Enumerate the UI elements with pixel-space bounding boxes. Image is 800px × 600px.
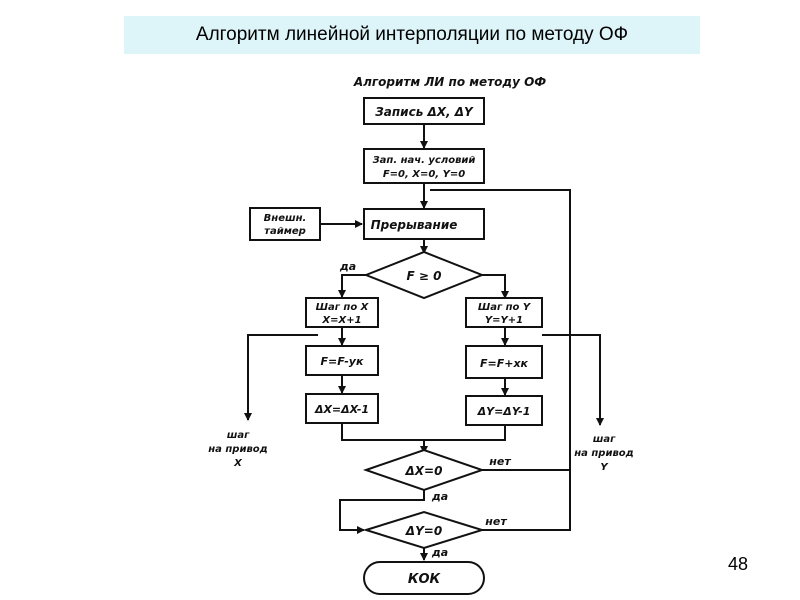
page-number: 48 (728, 554, 749, 574)
end-terminator (363, 561, 485, 595)
out-x-text-3: X (233, 458, 243, 469)
decision-dy (362, 510, 486, 550)
out-y-text-1: шаг (593, 434, 616, 445)
init-conditions-box (363, 148, 485, 184)
slide-title: Алгоритм линейной интерполяции по методу… (124, 16, 700, 54)
step-x-box (305, 297, 379, 328)
step-x-text-2: X=X+1 (321, 315, 361, 326)
dx-decrement-text: ΔX=ΔX-1 (314, 403, 369, 416)
label-yes-dy: да (431, 546, 448, 559)
decision-dy-text: ΔY=0 (405, 524, 442, 538)
timer-text-1: Внешн. (264, 213, 307, 224)
interrupt-box (363, 208, 485, 240)
label-no-dy: нет (485, 515, 507, 528)
decision-f-text: F ≥ 0 (407, 269, 442, 283)
connectors (244, 124, 604, 561)
interrupt-text: Прерывание (371, 218, 458, 232)
step-y-text-1: Шаг по Y (478, 302, 532, 313)
record-box (363, 97, 485, 125)
f-minus-text: F=F-yк (321, 355, 364, 368)
timer-text-2: таймер (264, 226, 306, 237)
decision-dx (362, 448, 486, 492)
f-plus-text: F=F+xк (480, 357, 529, 370)
init-text-1: Зап. нач. условий (373, 155, 476, 166)
label-no-dx: нет (489, 455, 511, 468)
out-y-text-3: Y (600, 462, 609, 473)
label-yes-f: да (339, 260, 356, 273)
f-plus-box (465, 345, 543, 379)
label-yes-dx: да (431, 490, 448, 503)
dy-decrement-box (465, 395, 543, 426)
decision-f (363, 250, 485, 300)
out-x-text-1: шаг (227, 430, 250, 441)
step-y-box (465, 297, 543, 328)
decision-dx-text: ΔX=0 (405, 464, 443, 478)
out-y-text-2: на привод (574, 448, 634, 459)
timer-box (249, 207, 321, 241)
figure-caption: Алгоритм ЛИ по методу ОФ (353, 75, 546, 89)
step-y-text-2: Y=Y+1 (485, 315, 523, 326)
record-text: Запись ΔX, ΔY (375, 105, 474, 119)
init-text-2: F=0, X=0, Y=0 (383, 169, 465, 180)
dy-decrement-text: ΔY=ΔY-1 (477, 405, 531, 418)
out-x-text-2: на привод (208, 444, 268, 455)
dx-decrement-box (305, 393, 379, 424)
end-text: КОК (408, 572, 442, 587)
f-minus-box (305, 345, 379, 376)
step-x-text-1: Шаг по X (316, 302, 370, 313)
